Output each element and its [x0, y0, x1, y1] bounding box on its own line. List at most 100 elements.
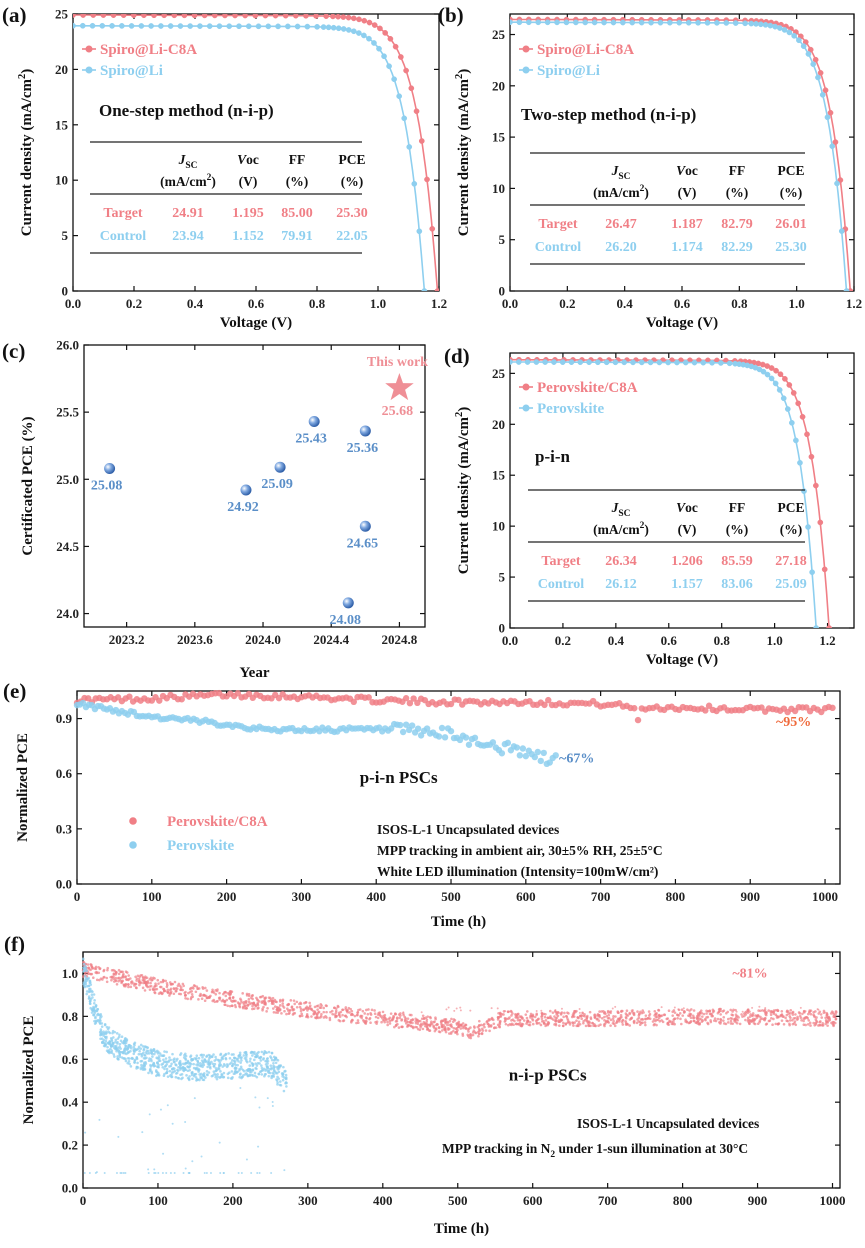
stability-point-target: [611, 1017, 615, 1020]
stability-point-control: [246, 1074, 250, 1078]
table-header-unit: (mA/cm2): [160, 173, 216, 189]
stability-point-target: [744, 1013, 748, 1016]
stability-point-control: [522, 752, 530, 760]
jv-point: [245, 23, 252, 30]
stability-point-target: [349, 1007, 352, 1011]
jv-point: [674, 359, 680, 366]
stability-point-control: [210, 1055, 214, 1059]
stability-point-target: [632, 1019, 636, 1023]
jv-point: [303, 14, 309, 19]
stability-point-target: [134, 975, 137, 979]
stability-point-target: [455, 1023, 459, 1026]
stability-point-control: [85, 985, 89, 988]
stability-point-target: [833, 1015, 836, 1019]
x-tick-label: 1.2: [846, 296, 862, 311]
stability-point-target: [580, 1017, 584, 1020]
stability-point-target: [722, 1015, 726, 1019]
table-cell: 82.79: [721, 217, 753, 232]
stability-point-target: [737, 1016, 740, 1019]
stability-point-control: [220, 1073, 223, 1076]
stability-point-target: [443, 1018, 446, 1021]
stability-point-control: [215, 1058, 218, 1061]
jv-point: [314, 23, 320, 30]
certified-point-label: 25.43: [295, 432, 327, 447]
table-row-label: Target: [103, 206, 142, 221]
y-tick-label: 0.9: [56, 711, 73, 726]
stability-point-control: [190, 1071, 194, 1075]
stability-point-control: [234, 1069, 237, 1073]
stability-point-target: [640, 1017, 644, 1021]
stability-point-control: [167, 1060, 170, 1064]
certified-point: [359, 425, 371, 437]
stability-point-target: [238, 1002, 242, 1006]
stability-point-target: [531, 1022, 535, 1026]
stability-point-target: [168, 992, 172, 995]
jv-point: [784, 406, 791, 412]
stability-point-target: [410, 1025, 413, 1028]
stability-point-target: [812, 1013, 815, 1017]
stability-point-target: [388, 1019, 392, 1023]
stability-point-target: [754, 1014, 757, 1017]
stability-point-target: [262, 1005, 265, 1009]
stability-point-target: [496, 1016, 500, 1019]
jv-point: [242, 14, 248, 19]
stability-point-target: [496, 1018, 500, 1021]
stability-point-control: [540, 749, 547, 757]
stability-point-target: [333, 1013, 337, 1016]
x-tick-label: 0.0: [502, 633, 518, 648]
stability-point-target: [667, 1023, 670, 1027]
stability-point-control: [164, 1057, 168, 1060]
stability-point-target: [263, 1002, 267, 1006]
jv-point: [832, 139, 839, 145]
stability-point-target: [397, 1026, 401, 1029]
jv-point: [595, 359, 601, 366]
final-value-target: ~81%: [732, 967, 767, 982]
stability-point-target: [814, 1010, 817, 1013]
stability-point-target: [283, 1009, 286, 1013]
stability-point-control: [87, 997, 91, 1000]
stability-point-control: [239, 1061, 242, 1064]
stability-point-control: [185, 1074, 188, 1077]
stability-point-target: [205, 989, 209, 992]
stability-point-target: [331, 1012, 334, 1016]
panel-label: (c): [2, 339, 25, 363]
jv-point: [167, 23, 174, 29]
stability-point-target: [729, 1008, 733, 1012]
stability-point-control: [504, 739, 512, 747]
stability-point-target: [376, 1016, 380, 1020]
stability-point-target: [788, 1023, 791, 1027]
plot-frame: [82, 951, 841, 1189]
stability-point-target: [105, 980, 109, 984]
table-cell: 1.206: [671, 554, 703, 569]
stability-point-control: [250, 1050, 253, 1054]
y-tick-label: 25: [492, 366, 506, 381]
stability-point-control: [245, 1053, 248, 1057]
jv-point: [817, 70, 824, 76]
stability-point-control: [113, 1055, 116, 1058]
stability-point-control: [184, 1167, 187, 1170]
legend-label: Spiro@Li-C8A: [100, 42, 197, 58]
jv-point: [700, 359, 707, 366]
stability-point-target: [182, 984, 185, 988]
stability-point-target: [585, 1019, 589, 1023]
stability-point-target: [488, 1029, 491, 1033]
stability-point-target: [394, 1020, 398, 1023]
stability-point-target: [271, 996, 275, 1000]
stability-point-control: [240, 1171, 243, 1174]
stability-point-target: [455, 1007, 458, 1010]
jv-point: [386, 63, 392, 70]
stability-point-target: [682, 1007, 685, 1010]
stability-point-control: [193, 1073, 196, 1077]
stability-point-control: [148, 1069, 152, 1073]
stability-point-control: [92, 1001, 96, 1005]
stability-point-target: [322, 1010, 326, 1014]
jv-point: [325, 24, 332, 31]
legend-label: Perovskite/C8A: [167, 814, 268, 830]
jv-point: [416, 228, 423, 235]
stability-point-target: [261, 994, 265, 998]
stability-point-target: [648, 1017, 652, 1021]
stability-point-control: [91, 990, 94, 994]
stability-point-target: [95, 971, 99, 975]
jv-point: [813, 625, 820, 628]
stability-point-control: [281, 1073, 285, 1077]
